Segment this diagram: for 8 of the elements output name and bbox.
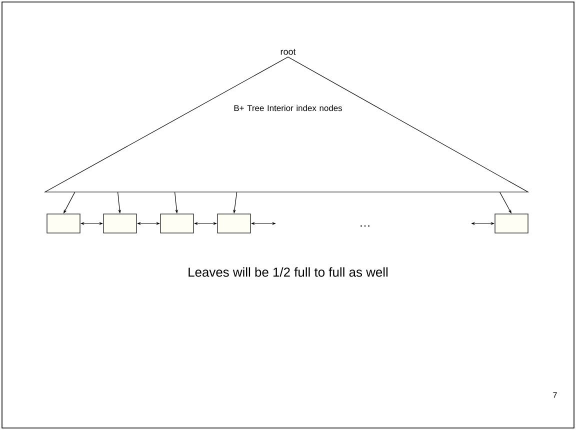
note-text: Leaves will be 1/2 full to full as well — [188, 267, 388, 277]
leaf-box — [160, 214, 194, 234]
node-label: root — [280, 48, 296, 55]
leaf-box — [494, 214, 528, 234]
leaf-box — [217, 214, 251, 234]
ellipsis: … — [360, 225, 370, 227]
leaf-box — [103, 214, 137, 234]
leaf-box — [46, 214, 80, 234]
